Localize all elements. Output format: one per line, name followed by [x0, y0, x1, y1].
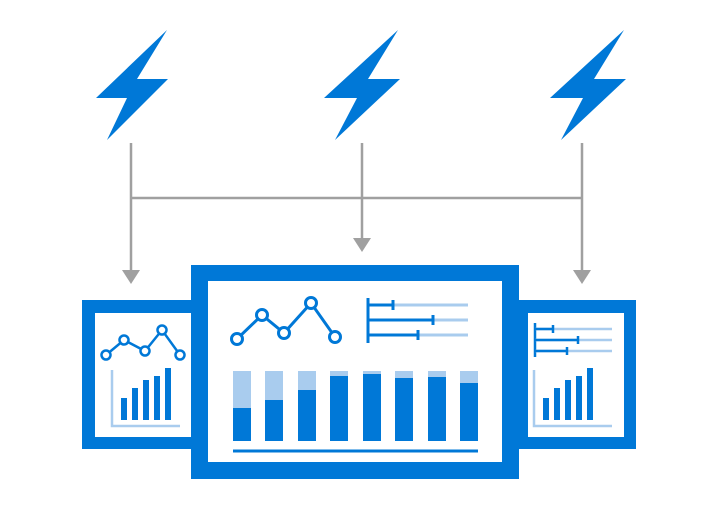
gantt-chart-icon: [533, 323, 612, 357]
center-dashboard-panel: [191, 265, 519, 479]
gantt-chart-icon: [366, 298, 468, 343]
right-dashboard-panel: [516, 300, 636, 449]
stacked-bar-chart-icon: [233, 371, 478, 453]
arrow-down-icon: [122, 270, 140, 284]
source-3-lightning-bolt-icon: [550, 30, 626, 140]
bar-chart-icon: [532, 368, 612, 428]
arrow-down-icon: [353, 238, 371, 252]
source-2-lightning-bolt-icon: [324, 30, 400, 140]
bar-chart-icon: [110, 368, 180, 428]
connector-lines: [129, 143, 584, 270]
left-dashboard-panel: [82, 300, 206, 449]
line-chart-icon: [100, 324, 186, 361]
arrow-down-icon: [573, 270, 591, 284]
source-1-lightning-bolt-icon: [96, 30, 168, 140]
line-chart-icon: [230, 296, 342, 346]
connector-arrowheads: [122, 238, 591, 284]
